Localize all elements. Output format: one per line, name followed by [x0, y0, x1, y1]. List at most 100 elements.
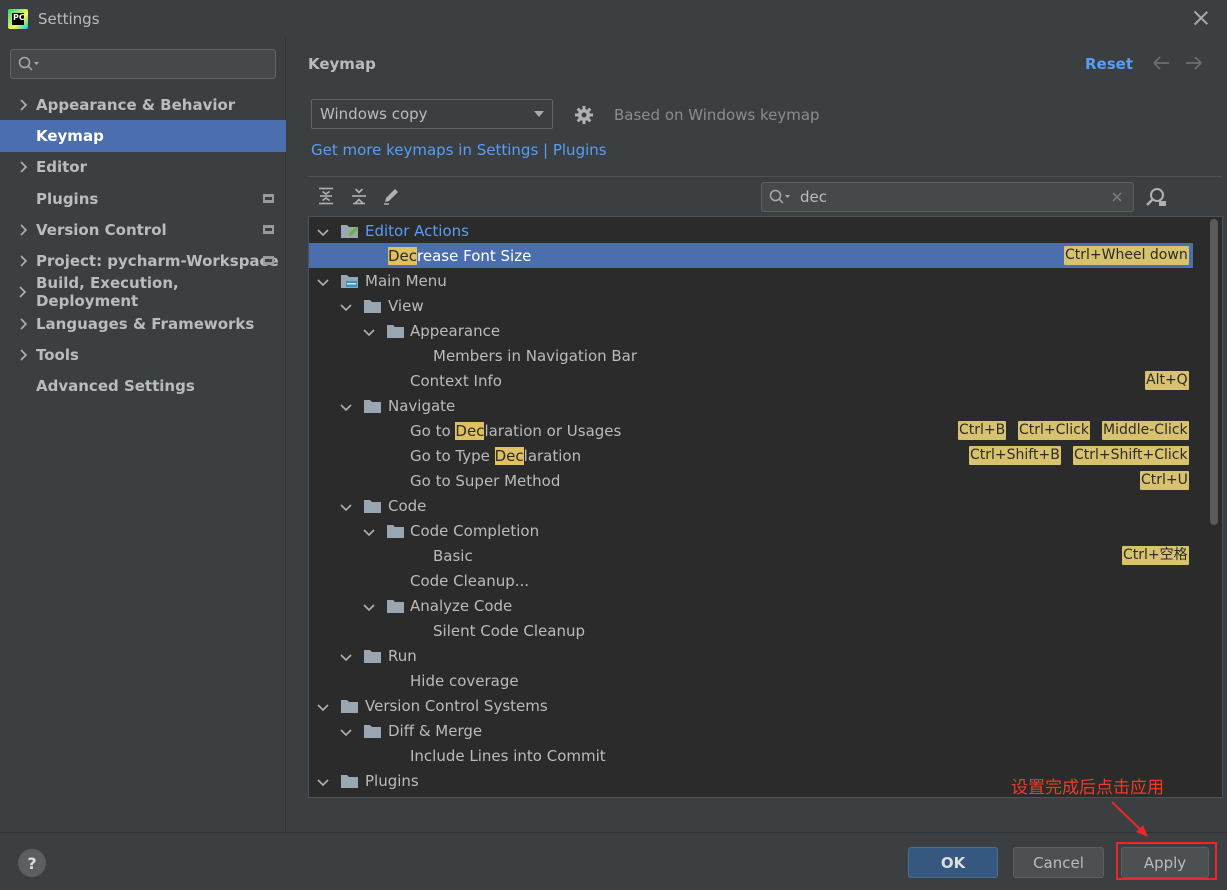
- sidebar-item[interactable]: Build, Execution, Deployment: [0, 274, 286, 311]
- sidebar-item[interactable]: Version Control: [0, 214, 286, 245]
- sidebar-item-label: Keymap: [36, 126, 104, 145]
- folder-icon: [364, 648, 382, 663]
- action-label: Go to Type Declaration: [410, 446, 582, 465]
- action-label: Code Completion: [410, 521, 540, 540]
- chevron-down-icon[interactable]: [340, 725, 352, 737]
- action-label: View: [388, 296, 424, 315]
- gear-icon[interactable]: [574, 105, 594, 125]
- chevron-right-icon: [0, 161, 36, 173]
- sidebar-item-label: Plugins: [36, 189, 99, 208]
- keymap-tree-row[interactable]: Code Cleanup...: [309, 568, 1193, 593]
- sidebar-item[interactable]: Tools: [0, 339, 286, 370]
- chevron-down-icon[interactable]: [363, 525, 375, 537]
- keymap-tree-row[interactable]: Members in Navigation Bar: [309, 343, 1193, 368]
- search-icon: [18, 56, 39, 71]
- forward-arrow-icon[interactable]: [1185, 56, 1203, 70]
- sidebar-item-label: Tools: [36, 346, 79, 365]
- sidebar-item[interactable]: Advanced Settings: [0, 371, 286, 402]
- chevron-down-icon[interactable]: [363, 325, 375, 337]
- keymap-tree-row[interactable]: Silent Code Cleanup: [309, 618, 1193, 643]
- edit-pencil-icon[interactable]: [382, 187, 402, 205]
- settings-search-input[interactable]: [10, 49, 276, 79]
- chevron-down-icon[interactable]: [317, 700, 329, 712]
- sidebar-item[interactable]: Editor: [0, 152, 286, 183]
- sidebar-item[interactable]: Project: pycharm-Workspace: [0, 245, 286, 276]
- action-label: Code Cleanup...: [410, 571, 530, 590]
- chevron-down-icon[interactable]: [317, 275, 329, 287]
- shortcut-badge: Ctrl+Shift+B: [969, 446, 1061, 465]
- search-match-highlight: Dec: [455, 421, 485, 440]
- sidebar-item[interactable]: Plugins: [0, 183, 286, 214]
- keymap-tree-row[interactable]: Main Menu: [309, 268, 1193, 293]
- sidebar-item[interactable]: Appearance & Behavior: [0, 89, 286, 120]
- search-match-highlight: Dec: [494, 446, 524, 465]
- reset-link[interactable]: Reset: [1085, 55, 1133, 73]
- action-label: Editor Actions: [365, 221, 469, 240]
- back-arrow-icon[interactable]: [1152, 56, 1170, 70]
- shortcut-badge: Ctrl+B: [958, 421, 1007, 440]
- keymap-tree-row[interactable]: Hide coverage: [309, 668, 1193, 693]
- tree-scrollbar[interactable]: [1210, 219, 1218, 525]
- clear-search-icon[interactable]: [1111, 191, 1123, 203]
- expand-all-icon[interactable]: [317, 187, 335, 205]
- keymap-tree-row[interactable]: Code Completion: [309, 518, 1193, 543]
- close-icon[interactable]: [1191, 8, 1211, 28]
- action-label: Hide coverage: [410, 671, 519, 690]
- action-label: Navigate: [388, 396, 456, 415]
- chevron-down-icon[interactable]: [317, 775, 329, 787]
- main-menu-icon: [341, 273, 359, 288]
- action-label: Go to Super Method: [410, 471, 561, 490]
- chevron-down-icon[interactable]: [340, 650, 352, 662]
- keymap-tree-row[interactable]: Editor Actions: [309, 218, 1193, 243]
- chevron-down-icon[interactable]: [340, 300, 352, 312]
- sidebar-item-label: Build, Execution, Deployment: [35, 274, 179, 311]
- keymap-tree-row[interactable]: Plugins: [309, 768, 1193, 793]
- find-by-shortcut-icon[interactable]: [1145, 186, 1167, 208]
- sidebar-item-label: Editor: [36, 158, 87, 177]
- chevron-right-icon: [0, 349, 36, 361]
- apply-button[interactable]: Apply: [1121, 847, 1209, 878]
- dialog-footer: ? OK Cancel Apply: [0, 832, 1227, 890]
- action-label: Include Lines into Commit: [410, 746, 606, 765]
- keymap-tree-row[interactable]: Analyze Code: [309, 593, 1193, 618]
- shortcut-badge: Ctrl+Wheel down: [1064, 246, 1189, 265]
- chevron-down-icon[interactable]: [317, 225, 329, 237]
- keymap-tree-row[interactable]: Diff & Merge: [309, 718, 1193, 743]
- keymap-tree-row[interactable]: Include Lines into Commit: [309, 743, 1193, 768]
- editor-actions-icon: [341, 223, 359, 238]
- cancel-button[interactable]: Cancel: [1013, 847, 1104, 878]
- keymap-select[interactable]: Windows copy: [311, 99, 553, 129]
- pycharm-logo-icon: PC: [8, 9, 28, 29]
- collapse-all-icon[interactable]: [350, 187, 368, 205]
- ok-button[interactable]: OK: [908, 847, 998, 878]
- help-button[interactable]: ?: [18, 849, 46, 877]
- keymap-search-input[interactable]: dec: [761, 182, 1134, 212]
- sidebar-item-label: Version Control: [36, 220, 167, 239]
- keymap-tree-row[interactable]: Run: [309, 643, 1193, 668]
- sidebar-item[interactable]: Languages & Frameworks: [0, 308, 286, 339]
- toolbar-divider: [308, 176, 1222, 177]
- chevron-down-icon[interactable]: [340, 500, 352, 512]
- folder-icon: [364, 398, 382, 413]
- search-icon: [769, 189, 790, 204]
- keymap-tree-row[interactable]: View: [309, 293, 1193, 318]
- chevron-down-icon[interactable]: [340, 400, 352, 412]
- action-label: Context Info: [410, 371, 502, 390]
- keymap-tree-row[interactable]: Code: [309, 493, 1193, 518]
- keymap-tree-row[interactable]: Appearance: [309, 318, 1193, 343]
- keymap-tree-row[interactable]: Navigate: [309, 393, 1193, 418]
- project-level-icon: [263, 256, 274, 266]
- sidebar-item[interactable]: Keymap: [0, 120, 286, 152]
- chevron-down-icon[interactable]: [363, 600, 375, 612]
- keymap-tree-row[interactable]: Version Control Systems: [309, 693, 1193, 718]
- action-label: Code: [388, 496, 427, 515]
- get-more-keymaps-link[interactable]: Get more keymaps in Settings | Plugins: [311, 141, 607, 159]
